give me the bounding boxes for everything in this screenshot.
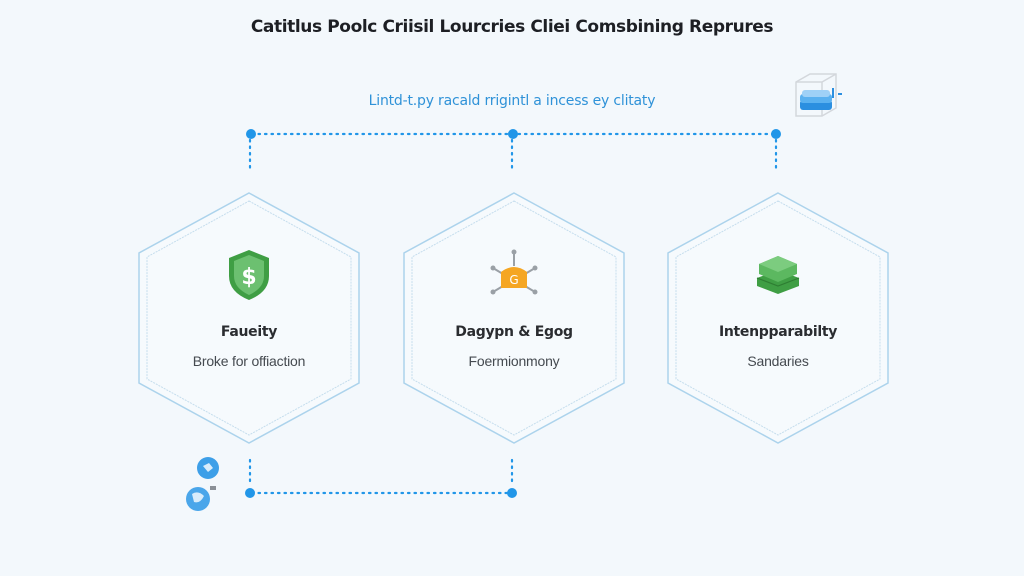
node-dot bbox=[507, 488, 517, 498]
node-dot bbox=[771, 129, 781, 139]
card-title: Dagypn & Egog bbox=[455, 324, 573, 340]
card-subtitle: Broke for offiaction bbox=[192, 353, 306, 369]
hexagon-frame bbox=[667, 192, 889, 444]
shield-dollar-icon: $ bbox=[224, 248, 274, 302]
card-subtitle: Foermionmony bbox=[468, 353, 560, 369]
feature-card-2[interactable]: G Dagypn & Egog Foermionmony bbox=[402, 191, 626, 445]
card-subtitle: Sandaries bbox=[747, 353, 809, 369]
node-dot bbox=[246, 129, 256, 139]
hexagon-frame bbox=[403, 192, 625, 444]
diagram-title: Catitlus Poolc Criisil Lourcries Cliei C… bbox=[250, 17, 774, 37]
feature-card-3[interactable]: Intenpparabilty Sandaries bbox=[666, 191, 890, 445]
stack-layers-icon bbox=[753, 248, 803, 302]
node-dot bbox=[245, 488, 255, 498]
svg-text:$: $ bbox=[241, 265, 256, 290]
diagram-subtitle: Lintd-t.py racald rrigintl a incess ey c… bbox=[368, 93, 656, 109]
database-cube-icon bbox=[790, 68, 850, 122]
card-title: Faueity bbox=[220, 324, 278, 340]
hexagon-frame bbox=[138, 192, 360, 444]
feature-card-1[interactable]: $ Faueity Broke for offiaction bbox=[137, 191, 361, 445]
network-hub-icon: G bbox=[489, 248, 539, 302]
svg-text:G: G bbox=[509, 273, 518, 287]
node-dot bbox=[508, 129, 518, 139]
card-title: Intenpparabilty bbox=[718, 324, 838, 340]
globe-icon bbox=[184, 454, 226, 514]
